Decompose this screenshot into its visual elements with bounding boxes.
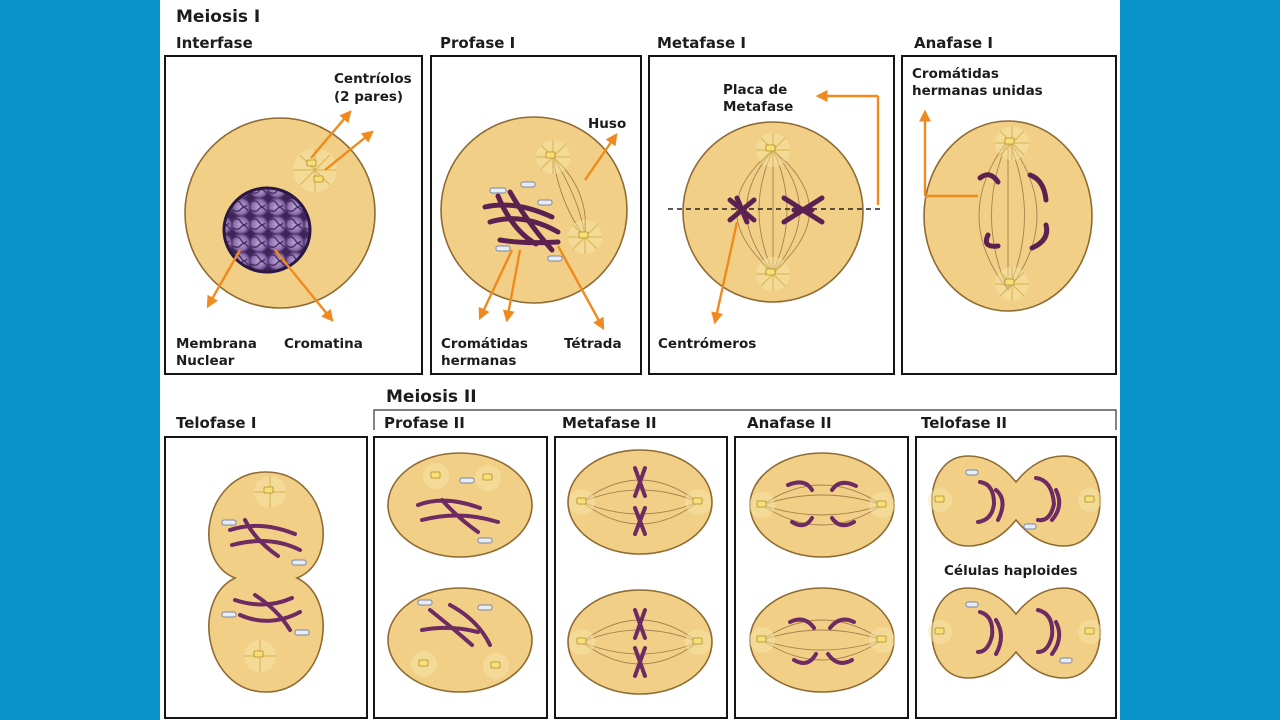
- centriole-top-icon: [536, 140, 570, 174]
- label-cromatina: Cromatina: [284, 336, 363, 352]
- anafase-i-cell: [919, 109, 1093, 312]
- label-unidas-2: hermanas unidas: [912, 83, 1043, 99]
- label-centriolos-2: (2 pares): [334, 89, 403, 105]
- metafase-ii-cells: [567, 449, 713, 695]
- label-membrana-1: Membrana: [176, 336, 257, 352]
- label-cromatidas-2: hermanas: [441, 353, 516, 369]
- label-tetrada: Tétrada: [564, 336, 622, 352]
- label-placa-1: Placa de: [723, 82, 787, 98]
- diagram-canvas: Meiosis I Meiosis II Interfase Profase I…: [164, 7, 1117, 719]
- centriole-top-icon: [254, 476, 286, 508]
- centriole-bottom-icon: [995, 267, 1029, 301]
- heading-anafase-ii: Anafase II: [747, 414, 832, 432]
- heading-metafase-ii: Metafase II: [562, 414, 657, 432]
- anafase-ii-cells: [749, 452, 895, 693]
- meiosis-ii-title: Meiosis II: [386, 387, 477, 407]
- label-haploides: Células haploides: [944, 563, 1078, 579]
- nucleus: [222, 186, 312, 274]
- telofase-i-cells: [208, 471, 324, 693]
- centriole-top-icon: [756, 133, 790, 167]
- label-centromeros: Centrómeros: [658, 336, 756, 352]
- centrioles-icon: [293, 148, 337, 192]
- interfase-cell: [184, 110, 376, 322]
- profase-i-cell: [440, 116, 628, 331]
- meiosis-i-title: Meiosis I: [176, 7, 260, 27]
- heading-telofase-ii: Telofase II: [921, 414, 1007, 432]
- label-unidas-1: Cromátidas: [912, 66, 999, 82]
- heading-telofase-i: Telofase I: [176, 414, 256, 432]
- heading-profase-ii: Profase II: [384, 414, 465, 432]
- profase-ii-cells: [387, 452, 533, 693]
- centriole-icon: [411, 463, 509, 679]
- label-huso: Huso: [588, 116, 626, 132]
- meiosis-diagram: Meiosis I Meiosis II Interfase Profase I…: [160, 0, 1120, 720]
- centriole-bottom-icon: [756, 257, 790, 291]
- heading-profase-i: Profase I: [440, 34, 515, 52]
- label-centriolos-1: Centríolos: [334, 71, 412, 87]
- centriole-top-icon: [995, 126, 1029, 160]
- meiosis-ii-bracket: [373, 409, 1117, 430]
- telofase-ii-cells: [928, 455, 1102, 679]
- label-placa-2: Metafase: [723, 99, 793, 115]
- heading-anafase-i: Anafase I: [914, 34, 993, 52]
- heading-interfase: Interfase: [176, 34, 253, 52]
- metafase-i-cell: [668, 90, 884, 325]
- centriole-bottom-icon: [244, 640, 276, 672]
- heading-metafase-i: Metafase I: [657, 34, 746, 52]
- label-membrana-2: Nuclear: [176, 353, 235, 369]
- label-cromatidas-1: Cromátidas: [441, 336, 528, 352]
- centriole-bottom-icon: [568, 220, 602, 254]
